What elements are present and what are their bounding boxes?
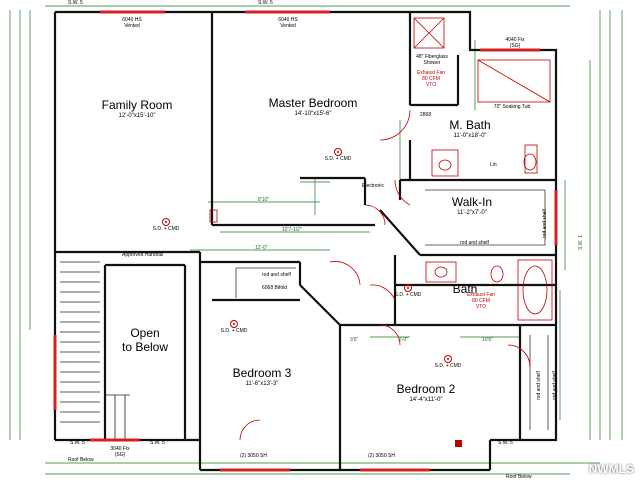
- sd-label: S.D. + CMD: [434, 363, 462, 369]
- bifold-label: 6068 Bifold: [262, 285, 288, 291]
- smoke-detector-icon: [404, 284, 412, 292]
- window-6040-hs-a: 6040 HS Vented: [122, 17, 142, 29]
- smoke-detector-bed3: S.D. + CMD: [218, 320, 250, 335]
- rod-shelf-walkin: rod and shelf: [460, 240, 489, 246]
- m-bath-name: M. Bath: [449, 118, 491, 132]
- window-6040-hs-b: 6040 HS Vented: [278, 17, 298, 29]
- shower-note: 48" Fiberglass Shower: [416, 54, 448, 66]
- linen-label: Lin: [490, 162, 497, 168]
- sw5-top-b: S.W. 5: [258, 0, 273, 6]
- dimension-lines: [9, 5, 623, 475]
- sd-label: S.D. + CMD: [324, 156, 352, 162]
- door-2868: 2868: [420, 112, 432, 118]
- dim-12-7: 12'7-1/2": [282, 227, 302, 233]
- smoke-detector-icon: [162, 218, 170, 226]
- bedroom-3-label: Bedroom 3 11'-6"x13'-3": [220, 366, 304, 388]
- bedroom-2-label: Bedroom 2 14'-4"x11'-0": [384, 382, 468, 404]
- bedroom-2-name: Bedroom 2: [396, 382, 456, 396]
- bath-name: Bath: [452, 282, 478, 296]
- smoke-detector-bed2: S.D. + CMD: [432, 355, 464, 370]
- stair-treads: [60, 261, 130, 440]
- window-3040-fix: 3040 Fix (SG): [110, 446, 130, 458]
- bedroom-3-name: Bedroom 3: [232, 366, 292, 380]
- dim-3-0: 3'-0": [398, 337, 408, 343]
- rod-shelf-bed2-1: rod and shelf: [536, 371, 542, 400]
- window-3050-sh-b: (2) 3050 SH: [368, 453, 395, 459]
- sd-label: S.D. + CMD: [220, 328, 248, 334]
- smoke-detector-icon: [444, 355, 452, 363]
- post-marker-2: [209, 209, 218, 223]
- sw5-bottom-left: S.W. 5: [70, 440, 85, 446]
- walk-in-name: Walk-In: [451, 195, 493, 209]
- door-swings: [239, 109, 531, 441]
- sd-label: S.D. + CMD: [152, 226, 180, 232]
- rod-shelf-bed2-2: rod and shelf: [552, 371, 558, 400]
- walk-in-label: Walk-In 11'-2"x7'-0": [442, 195, 502, 217]
- sw5-bottom-left-2: S.W. 5: [150, 440, 165, 446]
- dim-3-6: 3'6": [350, 337, 359, 343]
- master-bedroom-name: Master Bedroom: [268, 96, 358, 110]
- exhaust-fan-note-1: Exhaust Fan 80 CFM VTO: [416, 70, 446, 88]
- dim-8-10: 8'10": [258, 197, 270, 203]
- fixtures: [413, 17, 553, 321]
- soaking-tub-note: 72" Soaking Tub: [493, 104, 531, 110]
- bedroom-3-dims: 11'-6"x13'-3": [245, 381, 279, 387]
- dim-12-0: 12'-0": [255, 245, 268, 251]
- master-bedroom-label: Master Bedroom 14'-10"x15'-6": [258, 96, 368, 118]
- approved-handrail: Approved Handrail: [122, 252, 164, 258]
- master-bedroom-dims: 14'-10"x15'-6": [294, 111, 332, 117]
- rod-shelf-walkin-side: rod and shelf: [542, 209, 548, 238]
- closet-shelves: [235, 189, 549, 430]
- nwmls-watermark: NWMLS: [588, 462, 634, 476]
- bath-label: Bath: [448, 282, 482, 296]
- sd-label: S.D. + CMD: [394, 292, 422, 298]
- family-room-label: Family Room 12'-0"x15'-10": [92, 98, 182, 120]
- open-below-name: Open to Below: [121, 326, 169, 354]
- smoke-detector-family: S.D. + CMD: [150, 218, 182, 233]
- m-bath-dims: 11'-0"x18'-0": [453, 133, 487, 139]
- smoke-detector-master: S.D. + CMD: [322, 148, 354, 163]
- roof-below-1: Roof Below: [68, 457, 94, 463]
- electronic-label: Electronic: [362, 183, 384, 189]
- window-3050-sh-a: (2) 3050 SH: [240, 453, 267, 459]
- roof-below-2: Roof Below: [506, 474, 532, 480]
- dim-10-6: 10'6": [482, 337, 494, 343]
- smoke-detector-hall: S.D. + CMD: [392, 284, 424, 299]
- family-room-dims: 12'-0"x15'-10": [118, 113, 156, 119]
- smoke-detector-icon: [334, 148, 342, 156]
- windows: [53, 10, 558, 472]
- family-room-name: Family Room: [101, 98, 173, 112]
- m-bath-label: M. Bath 11'-0"x18'-0": [440, 118, 500, 140]
- walk-in-dims: 11'-2"x7'-0": [457, 210, 487, 216]
- sw1-label: S.W. 1: [578, 235, 584, 250]
- sw5-bottom-right: S.W. 5: [498, 440, 513, 446]
- exhaust-fan-note-2: Exhaust Fan 80 CFM VTO: [466, 292, 496, 310]
- smoke-detector-icon: [230, 320, 238, 328]
- open-below-label: Open to Below: [115, 308, 175, 372]
- sw5-top-a: S.W. 5: [68, 0, 83, 6]
- bedroom-2-dims: 14'-4"x11'-0": [409, 397, 443, 403]
- window-4040-fix: 4040 Fix (SG): [505, 37, 525, 49]
- rod-shelf-bed3: rod and shelf: [262, 272, 291, 278]
- post-marker: [455, 440, 462, 447]
